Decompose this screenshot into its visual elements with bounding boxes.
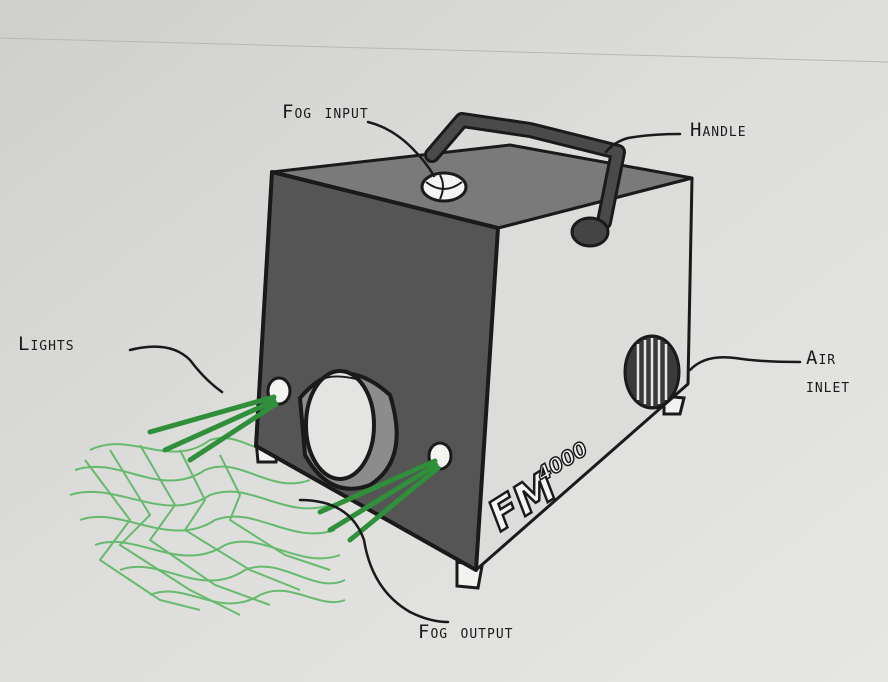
leader-air-inlet	[688, 356, 802, 372]
fog-input-opening	[420, 171, 468, 203]
leader-fog-output	[298, 498, 450, 624]
paper-crease	[0, 37, 888, 63]
light-beams	[147, 394, 441, 543]
label-lights: Lights	[18, 333, 75, 355]
label-fog-output: Fog output	[418, 621, 514, 643]
fog-plume-scribble	[69, 437, 346, 616]
fog-output-nozzle	[297, 369, 399, 491]
label-fog-input: Fog input	[282, 101, 369, 123]
air-inlet-grille	[623, 334, 681, 410]
label-handle: Handle	[690, 119, 747, 141]
leader-handle	[604, 132, 682, 154]
device-handle	[424, 112, 626, 248]
label-air-inlet-line2: inlet	[806, 375, 850, 397]
leader-lines	[128, 120, 802, 624]
leader-lights	[128, 345, 224, 394]
label-air-inlet-line1: Air	[806, 347, 836, 369]
leader-fog-input	[366, 120, 436, 178]
